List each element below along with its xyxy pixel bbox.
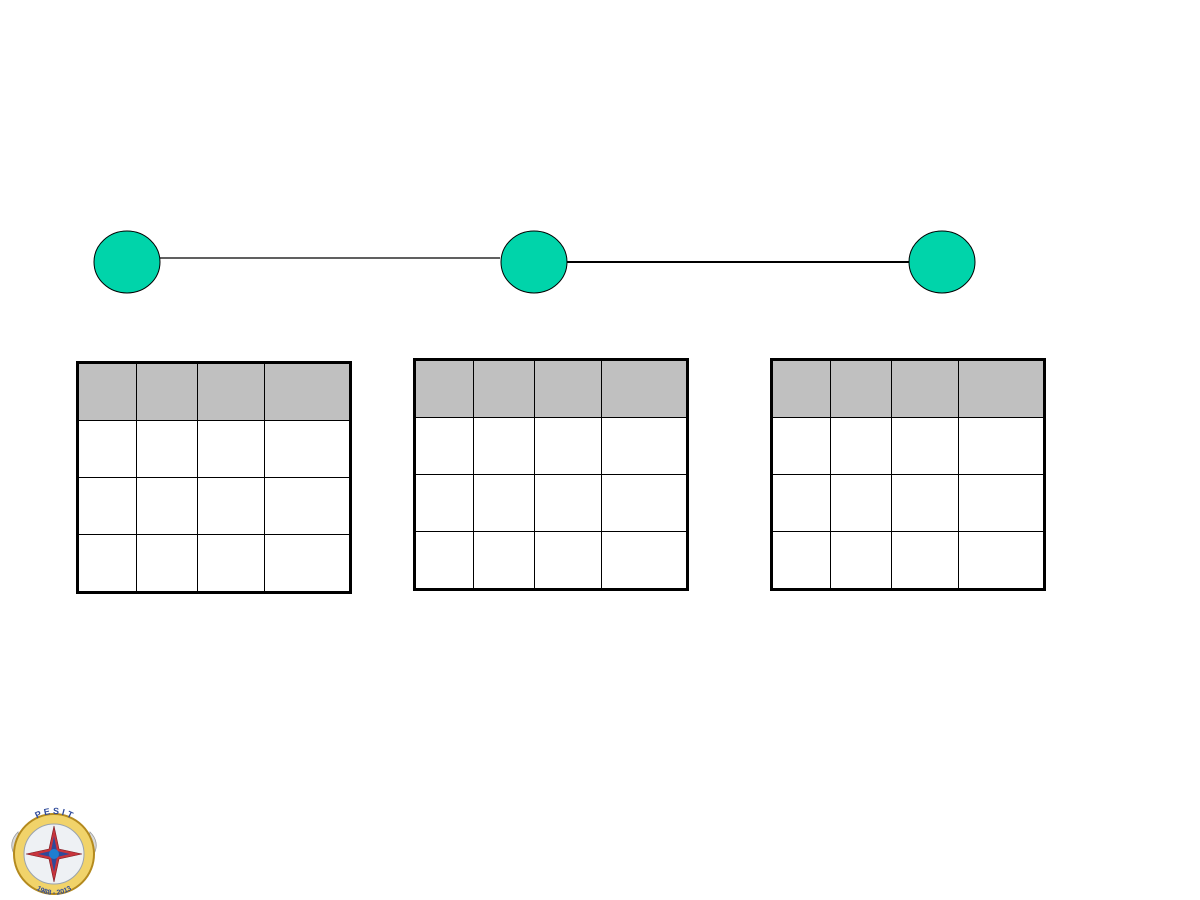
table-cell — [136, 534, 198, 593]
table-header-row — [77, 362, 351, 421]
table-cell — [601, 531, 688, 590]
table-cell — [534, 531, 602, 590]
table-cell — [414, 417, 474, 475]
header-cell — [473, 359, 535, 418]
table-cell — [473, 531, 535, 590]
table-header-row — [414, 359, 688, 418]
table-cell — [77, 477, 137, 535]
header-cell — [771, 359, 831, 418]
table-cell — [534, 417, 602, 475]
table-cell — [534, 474, 602, 532]
logo-text-bottom: 1988 - 2013 — [35, 885, 73, 897]
table-row — [414, 417, 688, 475]
table-cell — [958, 474, 1045, 532]
table-row — [77, 477, 351, 535]
table-header-row — [771, 359, 1045, 418]
table-cell — [958, 531, 1045, 590]
table-cell — [601, 417, 688, 475]
table-cell — [830, 474, 892, 532]
table-cell — [414, 474, 474, 532]
table-cell — [958, 417, 1045, 475]
table-cell — [830, 531, 892, 590]
header-cell — [77, 362, 137, 421]
table-cell — [197, 534, 265, 593]
header-cell — [830, 359, 892, 418]
table-2 — [413, 358, 689, 591]
svg-text:1988 - 2013: 1988 - 2013 — [35, 885, 73, 897]
table-cell — [264, 534, 351, 593]
table-cell — [601, 474, 688, 532]
header-cell — [601, 359, 688, 418]
table-row — [414, 531, 688, 590]
svg-text:P E S I T: P E S I T — [33, 806, 75, 821]
table-row — [771, 531, 1045, 590]
table-row — [414, 474, 688, 532]
header-cell — [136, 362, 198, 421]
table-cell — [136, 420, 198, 478]
header-cell — [414, 359, 474, 418]
table-cell — [473, 417, 535, 475]
header-cell — [197, 362, 265, 421]
node-3 — [908, 230, 976, 294]
table-1 — [76, 361, 352, 594]
table-cell — [891, 474, 959, 532]
table-cell — [264, 477, 351, 535]
node-1 — [93, 230, 161, 294]
logo-text-top: P E S I T — [33, 806, 75, 821]
table-cell — [830, 417, 892, 475]
table-cell — [473, 474, 535, 532]
header-cell — [264, 362, 351, 421]
table-cell — [771, 474, 831, 532]
table-cell — [891, 531, 959, 590]
table-row — [771, 417, 1045, 475]
table-cell — [771, 417, 831, 475]
table-3 — [770, 358, 1046, 591]
pesit-emblem-icon: P E S I T 1988 - 2013 — [11, 806, 97, 897]
table-row — [771, 474, 1045, 532]
header-cell — [534, 359, 602, 418]
table-cell — [197, 477, 265, 535]
table-cell — [891, 417, 959, 475]
node-2 — [500, 230, 568, 294]
header-cell — [958, 359, 1045, 418]
table-cell — [264, 420, 351, 478]
table-cell — [414, 531, 474, 590]
table-row — [77, 534, 351, 593]
table-cell — [197, 420, 265, 478]
table-cell — [77, 534, 137, 593]
header-cell — [891, 359, 959, 418]
table-cell — [77, 420, 137, 478]
table-cell — [771, 531, 831, 590]
table-cell — [136, 477, 198, 535]
table-row — [77, 420, 351, 478]
